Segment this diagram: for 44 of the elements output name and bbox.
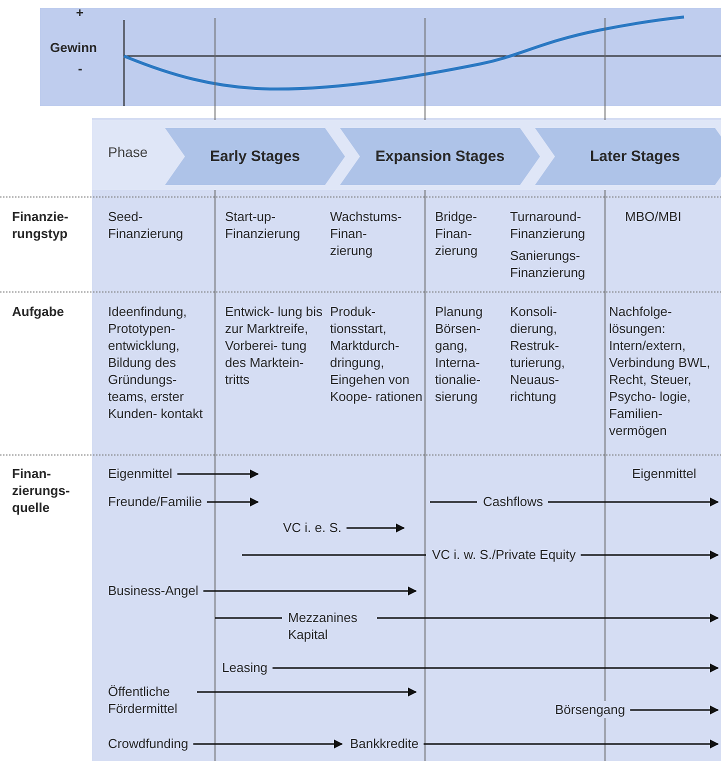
arrow	[630, 706, 719, 714]
arrow	[177, 470, 259, 478]
phase-band	[92, 120, 721, 190]
arrow	[548, 498, 719, 506]
connector-line	[215, 617, 282, 619]
stage-title: Expansion Stages	[375, 148, 505, 165]
connector-line	[242, 554, 426, 556]
funding-type-text: Start-up- Finanzierung	[225, 208, 302, 242]
row-header: Finanzie- rungstyp	[12, 208, 70, 242]
axis-label: Gewinn	[50, 39, 97, 56]
arrow	[203, 586, 417, 596]
task-description: Planung Börsen- gang, Interna- tionalie- sierung	[435, 303, 484, 405]
axis-sign: -	[78, 60, 82, 77]
connector-line	[430, 501, 477, 503]
task-description: Konsoli- dierung, Restruk- turierung, Neuaus- richtung	[510, 303, 566, 405]
arrow	[580, 550, 719, 560]
funding-type-text: Turnaround- Finanzierung	[510, 208, 586, 242]
funding-source-label: Eigenmittel	[632, 465, 696, 482]
task-description: Produk- tionsstart, Marktdurch- dringung, Eingehen von Koope- rationen	[330, 303, 424, 405]
arrow	[206, 498, 259, 506]
arrow	[193, 740, 343, 748]
arrow	[377, 614, 719, 622]
task-description: Entwick- lung bis zur Marktreife, Vorberei- tung des Marktein- tritts	[225, 303, 324, 388]
funding-source-label: Börsengang	[555, 701, 626, 718]
funding-type-text: Seed- Finanzierung	[108, 208, 184, 242]
stage-banner	[165, 128, 345, 185]
phase-label: Phase	[108, 144, 148, 161]
axis-sign: +	[76, 4, 84, 21]
funding-type-text: Sanierungs- Finanzierung	[510, 247, 586, 281]
task-description: Nachfolge- lösungen: Intern/extern, Verbindung BWL, Recht, Steuer, Psycho- logie, Familien- vermögen	[609, 303, 712, 439]
arrow	[197, 688, 417, 696]
stage-title: Later Stages	[590, 148, 680, 165]
arrow	[424, 740, 719, 748]
stage-banner	[340, 128, 540, 185]
funding-type-text: Wachstums- Finan- zierung	[330, 208, 403, 259]
row-header: Finan- zierungs- quelle	[12, 465, 71, 516]
arrow	[346, 524, 405, 532]
task-description: Ideenfindung, Prototypen- entwicklung, Bildung des Gründungs- teams, erster Kunden- kontakt	[108, 303, 204, 422]
funding-type-text: Bridge- Finan- zierung	[435, 208, 479, 259]
stage-title: Early Stages	[210, 148, 300, 165]
funding-type-text: MBO/MBI	[625, 208, 682, 225]
arrow	[272, 664, 719, 672]
stage-banner	[535, 128, 721, 185]
row-header: Aufgabe	[12, 303, 65, 320]
